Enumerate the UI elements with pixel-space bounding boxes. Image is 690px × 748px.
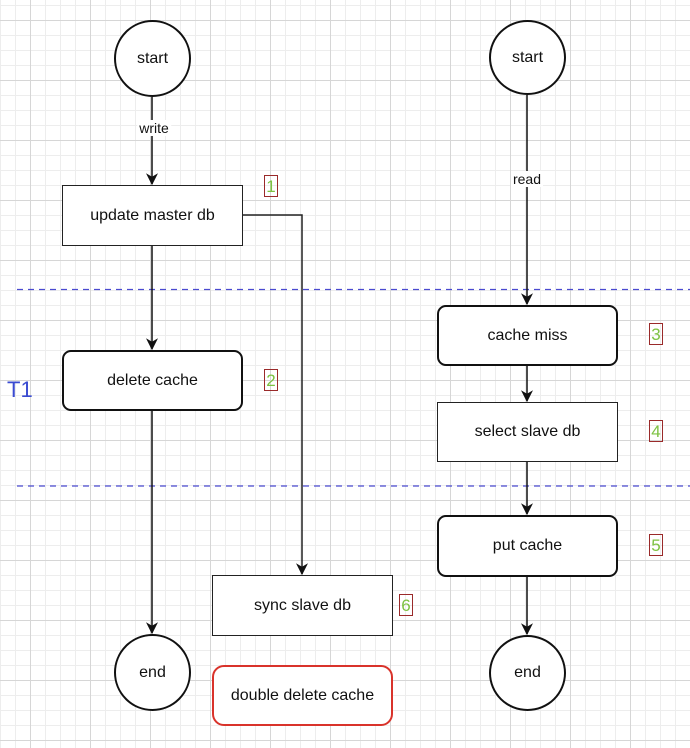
write-start-node[interactable]: start xyxy=(114,20,191,97)
sync-slave-db-node[interactable]: sync slave db xyxy=(212,575,393,636)
select-slave-db-label: select slave db xyxy=(474,423,581,440)
read-edge-label: read xyxy=(510,171,544,187)
update-master-db-node[interactable]: update master db xyxy=(62,185,243,246)
read-end-label: end xyxy=(514,664,541,681)
edge-update-to-sync xyxy=(243,214,308,576)
put-cache-node[interactable]: put cache xyxy=(437,515,618,577)
write-end-label: end xyxy=(139,663,166,681)
step-badge-2: 2 xyxy=(264,369,278,391)
step-badge-5: 5 xyxy=(649,534,663,556)
time-label-t1: T1 xyxy=(7,377,33,402)
write-end-node[interactable]: end xyxy=(114,634,191,711)
update-master-db-label: update master db xyxy=(90,206,215,224)
double-delete-cache-box[interactable]: double delete cache xyxy=(212,665,393,726)
put-cache-label: put cache xyxy=(492,537,563,554)
sync-slave-db-label: sync slave db xyxy=(254,596,351,614)
step-badge-1: 1 xyxy=(264,175,278,197)
read-start-node[interactable]: start xyxy=(489,20,566,95)
step-badge-6: 6 xyxy=(399,594,413,616)
step-badge-4: 4 xyxy=(649,420,663,442)
select-slave-db-node[interactable]: select slave db xyxy=(437,402,618,462)
read-start-label: start xyxy=(511,48,544,66)
write-edge-label: write xyxy=(137,120,171,136)
cache-miss-label: cache miss xyxy=(487,326,568,344)
double-delete-cache-label: double delete cache xyxy=(230,686,375,704)
delete-cache-node[interactable]: delete cache xyxy=(62,350,243,411)
read-end-node[interactable]: end xyxy=(489,635,566,711)
write-start-label: start xyxy=(136,49,169,67)
delete-cache-label: delete cache xyxy=(107,371,198,389)
step-badge-3: 3 xyxy=(649,323,663,345)
cache-miss-node[interactable]: cache miss xyxy=(437,305,618,366)
